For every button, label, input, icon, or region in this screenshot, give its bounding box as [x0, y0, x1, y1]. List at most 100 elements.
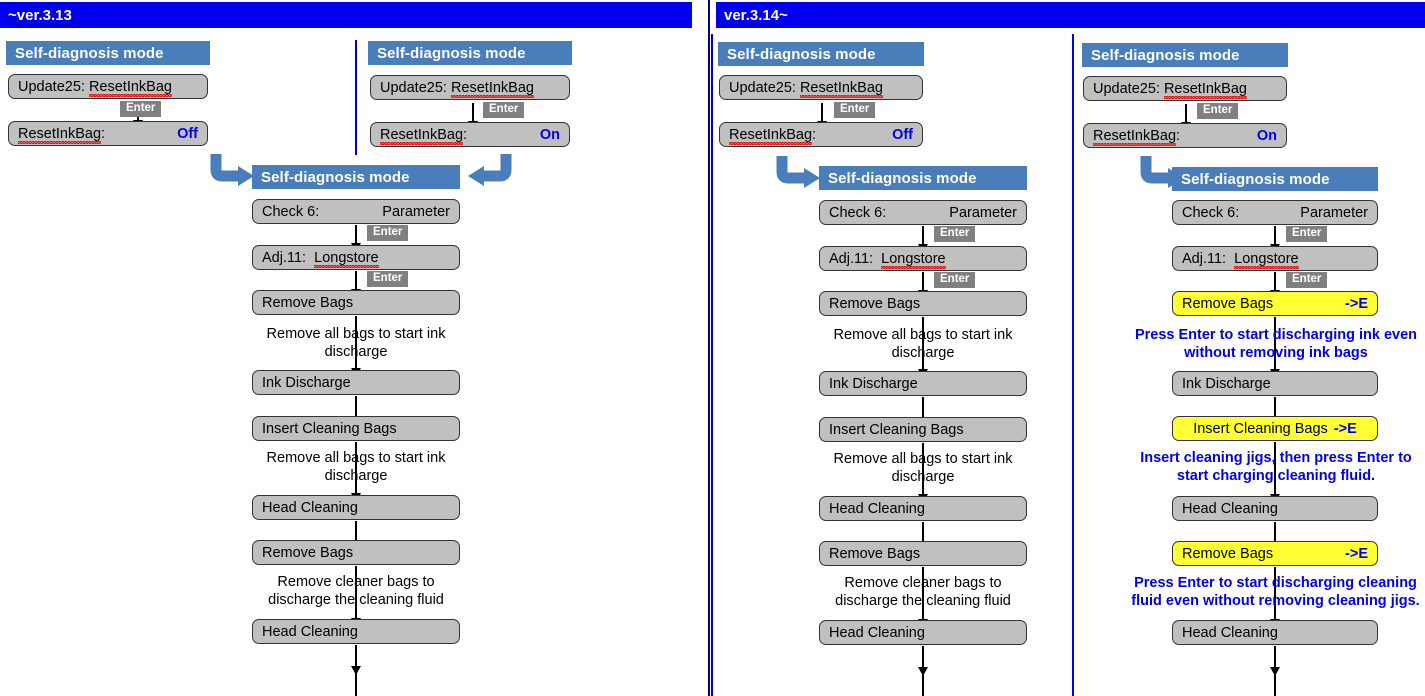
p1-on-resetinkbag-key: ResetInkBag: — [380, 126, 468, 143]
p1-caption-1: Remove all bags to start ink discharge — [266, 326, 446, 360]
p2-on-arrow-1 — [1181, 104, 1191, 131]
p2-on-line-2 — [1274, 442, 1276, 490]
p2-off-arrow-1 — [817, 103, 827, 130]
p2-on-remove-bags-label-2: Remove Bags — [1182, 545, 1274, 562]
p2-off-head-cleaning-box-2[interactable]: Head Cleaning — [819, 620, 1027, 645]
spellcheck-underline: Longstore — [314, 249, 379, 266]
p1-on-resetinkbag-value: On — [539, 126, 560, 143]
p1-on-update25-label: Update25: ResetInkBag — [380, 79, 534, 96]
p1-flow-section-title: Self-diagnosis mode — [252, 165, 460, 189]
p2-off-line-1 — [922, 317, 924, 367]
p2-off-head-cleaning-label-2: Head Cleaning — [829, 624, 925, 641]
version-banner-right: ver.3.14~ — [716, 2, 1425, 28]
p1-off-resetinkbag-key: ResetInkBag: — [18, 125, 106, 142]
version-banner-right-label: ver.3.14~ — [724, 6, 788, 24]
p1-line-3 — [355, 566, 357, 614]
p2-on-check6-right: Parameter — [1300, 204, 1368, 221]
p1-caption-2: Remove all bags to start ink discharge — [266, 450, 446, 484]
p1-line-1 — [355, 316, 357, 366]
p2-on-head-cleaning-box-1[interactable]: Head Cleaning — [1172, 496, 1378, 521]
p1-check6-left: Check 6: — [262, 203, 320, 220]
p2-off-arrow-9 — [918, 646, 928, 676]
p2-on-arrow-6 — [1270, 484, 1280, 503]
panel-divider-main — [708, 0, 710, 696]
p1-off-section-title-label: Self-diagnosis mode — [15, 44, 164, 62]
p1-adj11-box[interactable]: Adj.11: Longstore — [252, 245, 460, 270]
p1-enter-badge-2: Enter — [367, 225, 409, 241]
p1-head-cleaning-box-2[interactable]: Head Cleaning — [252, 619, 460, 644]
p1-elbow-arrow-right — [468, 154, 512, 186]
p2-off-resetinkbag-value: Off — [892, 126, 913, 143]
p1-off-resetinkbag-box[interactable]: ResetInkBag: Off — [8, 121, 208, 146]
p2-on-resetinkbag-value: On — [1256, 127, 1277, 144]
p2-on-insert-cleaning-bags-box[interactable]: Insert Cleaning Bags ->E — [1172, 416, 1378, 441]
p2-off-remove-bags-box-1[interactable]: Remove Bags — [819, 291, 1027, 316]
spellcheck-underline: ResetInkBag — [729, 126, 813, 143]
p1-arrow-9 — [351, 645, 361, 675]
p1-arrow-8 — [351, 608, 361, 627]
p2-off-update25-box[interactable]: Update25: ResetInkBag — [719, 75, 923, 100]
p1-off-update25-box[interactable]: Update25: ResetInkBag — [8, 74, 208, 99]
p2-off-caption-3: Remove cleaner bags to discharge the cle… — [835, 575, 1011, 609]
p1-head-cleaning-box-1[interactable]: Head Cleaning — [252, 495, 460, 520]
p2-on-flow-title: Self-diagnosis mode — [1172, 167, 1378, 191]
p2-off-resetinkbag-box[interactable]: ResetInkBag: Off — [719, 122, 923, 147]
p1-head-cleaning-label-1: Head Cleaning — [262, 499, 358, 516]
p2-off-check6-right: Parameter — [949, 204, 1017, 221]
p2-on-enter-badge-3: Enter — [1286, 272, 1328, 288]
p2-off-head-cleaning-box-1[interactable]: Head Cleaning — [819, 496, 1027, 521]
p1-on-update25-box[interactable]: Update25: ResetInkBag — [370, 75, 570, 100]
p2-on-update25-box[interactable]: Update25: ResetInkBag — [1083, 76, 1287, 101]
p2-on-remove-bags-box-2[interactable]: Remove Bags ->E — [1172, 541, 1378, 566]
p1-ink-discharge-label: Ink Discharge — [262, 374, 351, 391]
version-banner-left: ~ver.3.13 — [0, 2, 692, 28]
p2-on-caption-1: Press Enter to start discharging ink eve… — [1134, 327, 1418, 361]
p1-remove-bags-label-2: Remove Bags — [262, 544, 354, 561]
p1-remove-bags-box-1[interactable]: Remove Bags — [252, 290, 460, 315]
p2-on-ink-discharge-box[interactable]: Ink Discharge — [1172, 371, 1378, 396]
spellcheck-underline: Longstore — [1234, 250, 1299, 267]
p2-off-enter-badge-1: Enter — [834, 102, 876, 118]
p2-on-insert-cleaning-bags-label: Insert Cleaning Bags — [1193, 420, 1328, 437]
p1-check6-box[interactable]: Check 6: Parameter — [252, 199, 460, 224]
p1-off-update25-label: Update25: ResetInkBag — [18, 78, 172, 95]
p2-off-arrow-3 — [918, 272, 928, 299]
p2-on-adj11-box[interactable]: Adj.11: Longstore — [1172, 246, 1378, 271]
p1-adj11-label: Adj.11: Longstore — [262, 249, 379, 266]
p1-insert-cleaning-bags-box[interactable]: Insert Cleaning Bags — [252, 416, 460, 441]
p1-ink-discharge-box[interactable]: Ink Discharge — [252, 370, 460, 395]
p2-off-check6-box[interactable]: Check 6: Parameter — [819, 200, 1027, 225]
p1-arrow-5 — [351, 396, 361, 426]
p2-off-remove-bags-box-2[interactable]: Remove Bags — [819, 541, 1027, 566]
p2-on-check6-box[interactable]: Check 6: Parameter — [1172, 200, 1378, 225]
p2-on-resetinkbag-key: ResetInkBag: — [1093, 127, 1181, 144]
p1-remove-bags-box-2[interactable]: Remove Bags — [252, 540, 460, 565]
p2-off-check6-left: Check 6: — [829, 204, 887, 221]
p2-on-arrow-8 — [1270, 609, 1280, 628]
p2-off-adj11-label: Adj.11: Longstore — [829, 250, 946, 267]
p1-off-section-title: Self-diagnosis mode — [6, 41, 210, 65]
p2-off-resetinkbag-key: ResetInkBag: — [729, 126, 817, 143]
spellcheck-underline: ResetInkBag — [1093, 127, 1177, 144]
p1-caption-3: Remove cleaner bags to discharge the cle… — [268, 574, 444, 608]
column-divider-right — [1072, 34, 1074, 696]
p2-off-ink-discharge-box[interactable]: Ink Discharge — [819, 371, 1027, 396]
p2-on-head-cleaning-box-2[interactable]: Head Cleaning — [1172, 620, 1378, 645]
p1-on-section-title: Self-diagnosis mode — [368, 41, 572, 65]
p2-off-line-tail — [922, 668, 924, 696]
p1-enter-badge-3: Enter — [367, 271, 409, 287]
p2-off-insert-cleaning-bags-box[interactable]: Insert Cleaning Bags — [819, 417, 1027, 442]
p2-on-resetinkbag-box[interactable]: ResetInkBag: On — [1083, 123, 1287, 148]
p1-off-resetinkbag-value: Off — [177, 125, 198, 142]
p2-off-line-3 — [922, 567, 924, 615]
spellcheck-underline: ResetInkBag — [799, 79, 883, 96]
p2-off-arrow-5 — [918, 397, 928, 427]
p2-on-remove-bags-box-1[interactable]: Remove Bags ->E — [1172, 291, 1378, 316]
p2-off-adj11-box[interactable]: Adj.11: Longstore — [819, 246, 1027, 271]
p1-on-resetinkbag-box[interactable]: ResetInkBag: On — [370, 122, 570, 147]
spellcheck-underline: ResetInkBag — [1163, 80, 1247, 97]
p2-on-section-title: Self-diagnosis mode — [1082, 43, 1288, 67]
p2-off-elbow-arrow — [776, 156, 820, 188]
p2-on-ink-discharge-label: Ink Discharge — [1182, 375, 1271, 392]
p1-on-section-title-label: Self-diagnosis mode — [377, 44, 526, 62]
